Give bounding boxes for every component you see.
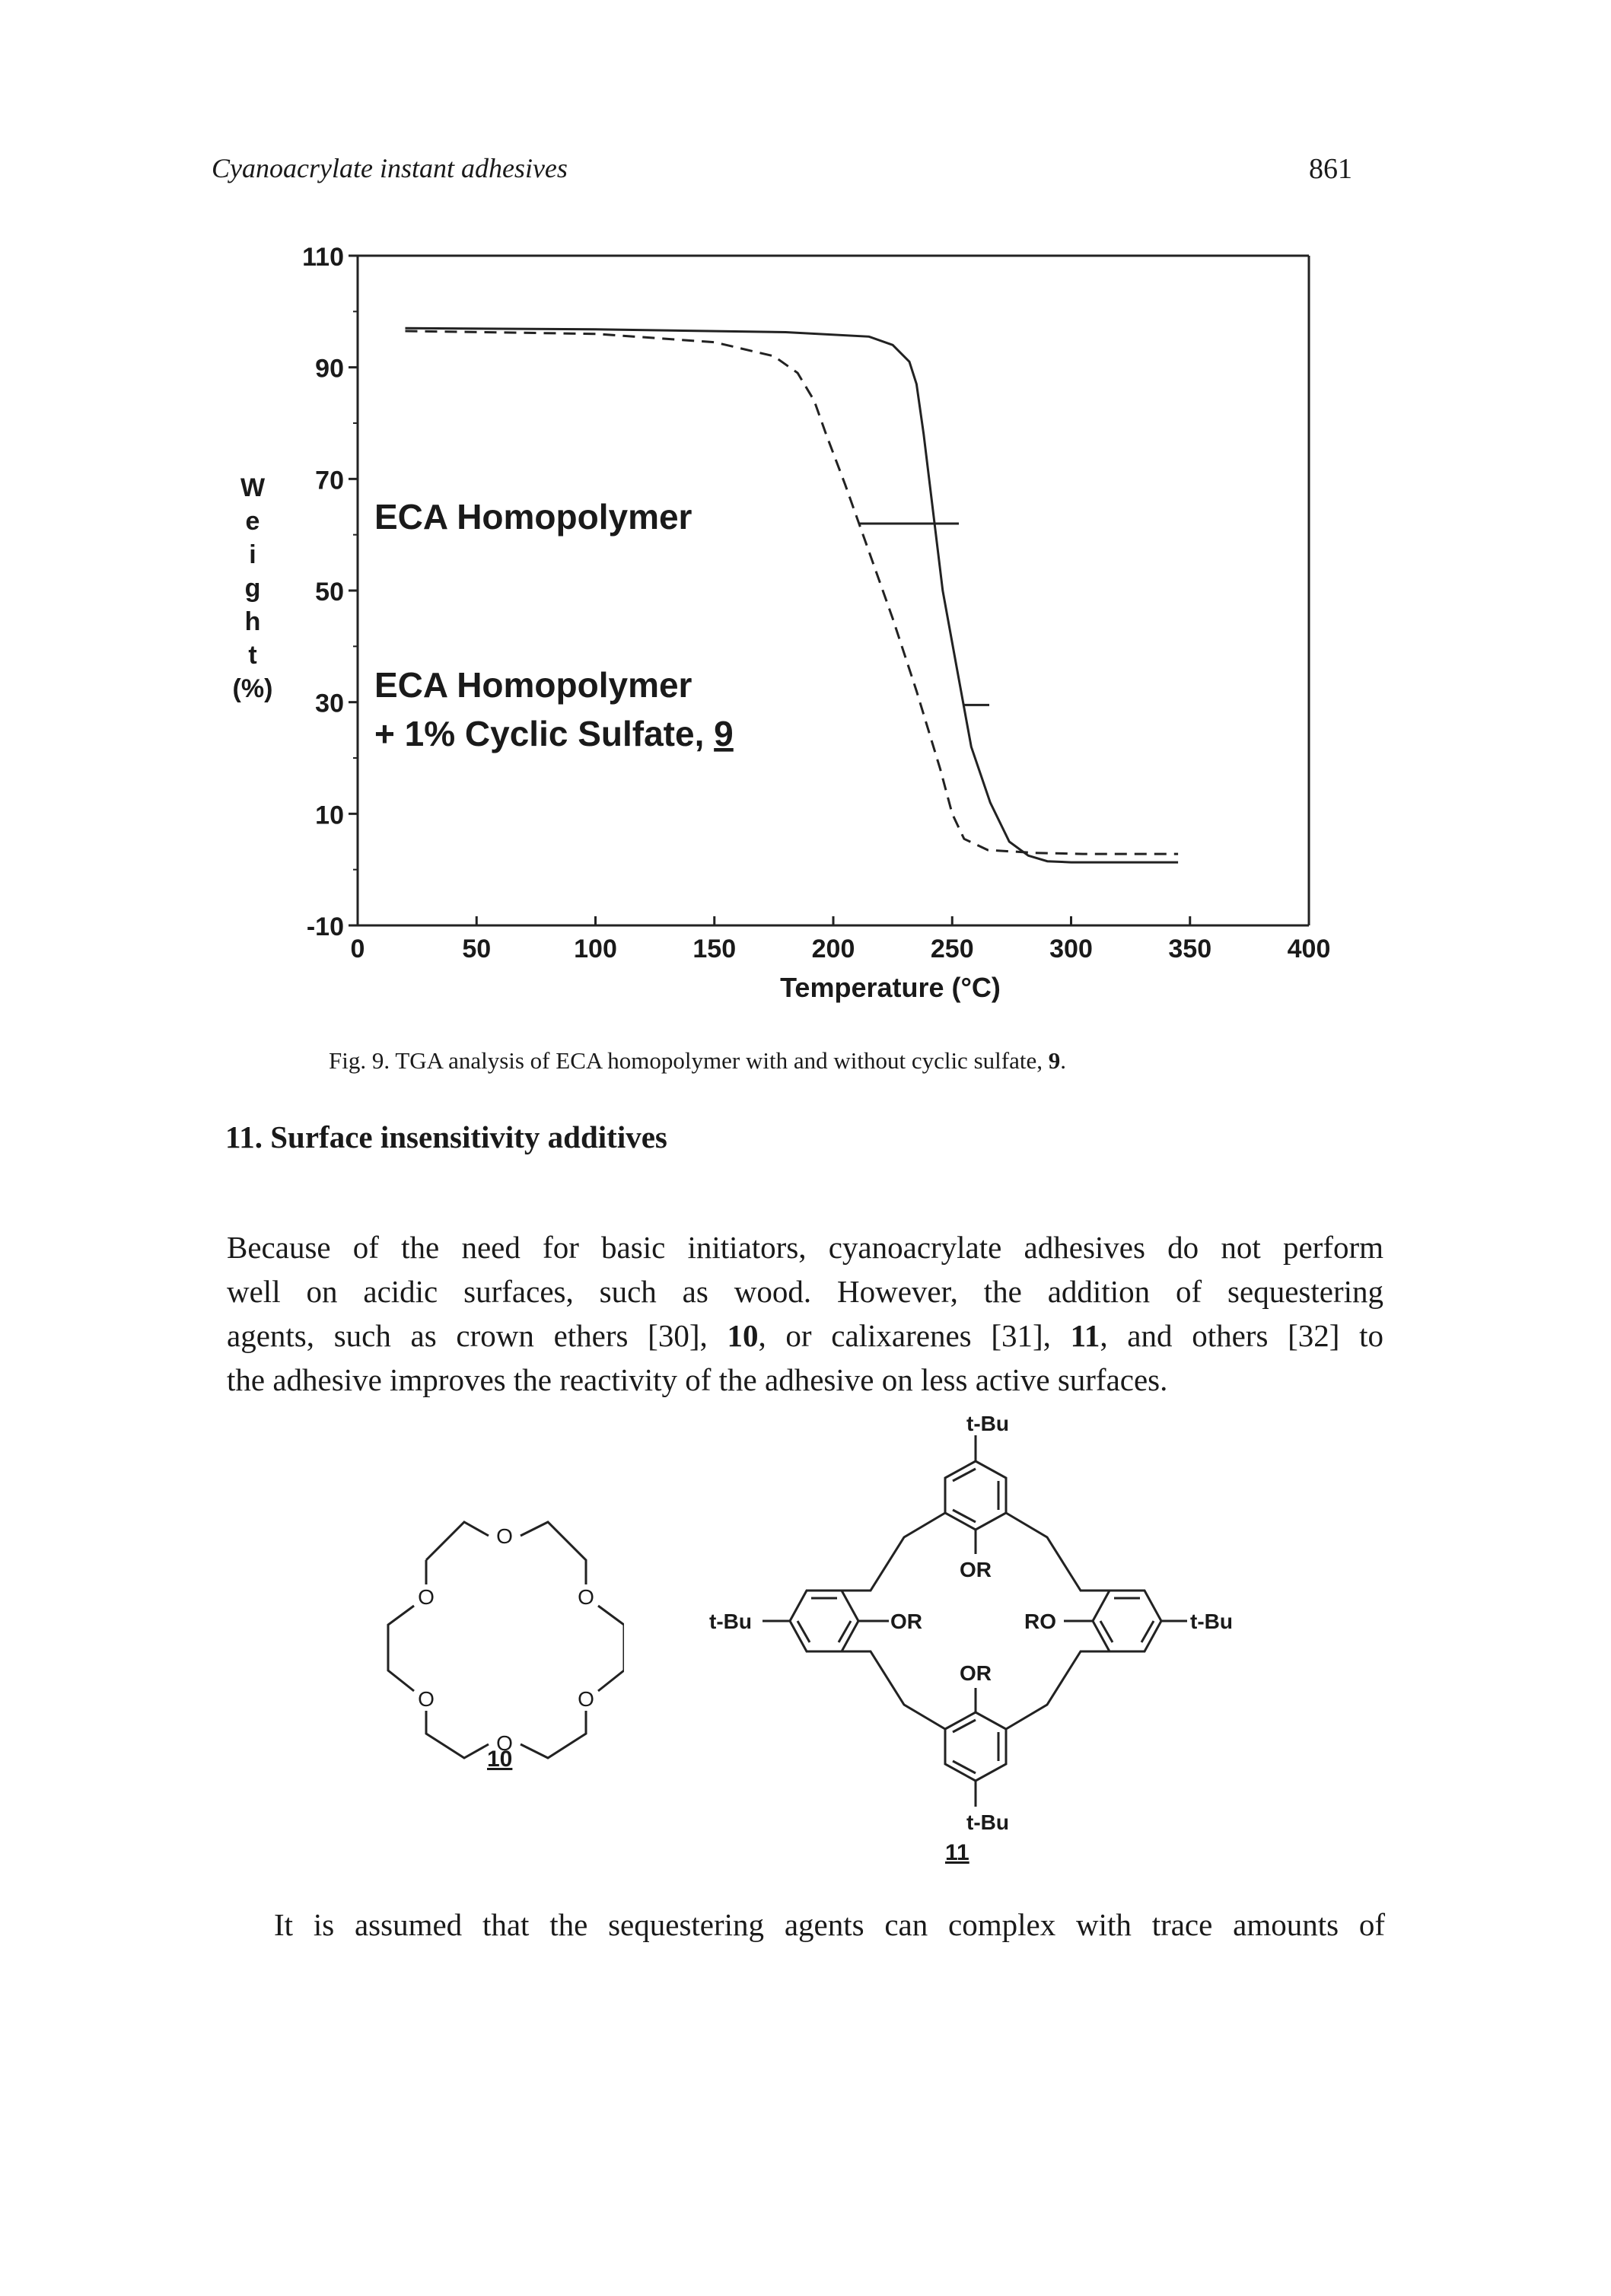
section-title: Surface insensitivity additives [270,1119,667,1154]
calixarene-structure: t-Bu t-Bu t-Bu t-Bu OR OR OR RO [709,1415,1233,1834]
crown-bonds [597,1604,624,1693]
ring-double-bond [796,1620,811,1643]
y-label-letter: W [240,473,266,502]
tbu-label-left: t-Bu [709,1610,752,1633]
y-tick-label: 90 [315,355,344,384]
annotation-sulfate-line2: + 1% Cyclic Sulfate, 9 [374,714,734,753]
running-head: Cyanoacrylate instant adhesives [212,153,568,183]
y-tick-label: -10 [307,912,344,941]
or-label-left: OR [890,1610,922,1633]
paragraph-text: , and others [32] to [1100,1318,1383,1353]
ring-double-bond [952,1508,976,1524]
caption-end: . [1060,1047,1066,1074]
paragraph-line-4: the adhesive improves the reactivity of … [227,1362,1168,1397]
aromatic-ring-left [788,1589,860,1653]
y-tick-label: 70 [315,466,344,495]
x-tick-label: 100 [574,935,617,963]
tbu-label-right: t-Bu [1190,1610,1233,1633]
crown-oxygen: O [418,1687,435,1711]
x-tick-label: 150 [692,935,736,963]
body-paragraph-1: Because of the need for basic initiators… [227,1225,1383,1402]
compound-label-10: 10 [487,1747,513,1772]
annotation-compound-number: 9 [714,714,734,753]
series-line [405,330,1179,855]
crown-oxygen: O [418,1585,435,1609]
crown-oxygen: O [496,1731,513,1755]
crown-oxygen: O [496,1524,513,1548]
paragraph-text: agents, such as crown ethers [30], [227,1318,708,1353]
methylene-bridge [1005,1650,1110,1731]
tga-chart: 110 90 70 50 30 10 -10 0 50 100 150 200 250 300 350 40… [233,243,1331,1003]
annotation-layer: ECA Homopolymer ECA Homopolymer + 1% Cyc… [374,497,989,753]
crown-ether-structure: O O O O O O [387,1521,624,1759]
section-number: 11. [225,1119,263,1154]
tbu-label-top: t-Bu [966,1415,1009,1435]
body-paragraph-2: It is assumed that the sequestering agen… [274,1907,1385,1942]
y-label-letter: (%) [233,674,273,703]
x-tick-label: 300 [1049,935,1093,963]
x-tick-label: 200 [812,935,855,963]
aromatic-ring-right [1091,1589,1163,1653]
ring-double-bond [1140,1620,1155,1643]
series-line [405,326,1179,864]
paragraph-text: , or calixarenes [31], [758,1318,1051,1353]
x-tick-label: 0 [351,935,365,963]
caption-text: TGA analysis of ECA homopolymer with and… [395,1047,1043,1074]
crown-bonds [520,1711,587,1759]
y-label-letter: g [245,574,261,603]
crown-bonds [520,1521,587,1584]
series-layer [405,326,1179,864]
ro-label-right: RO [1024,1610,1056,1633]
compound-ref-10: 10 [727,1318,759,1353]
crown-bonds [387,1604,415,1693]
crown-bonds [425,1521,489,1562]
paragraph-line-1: Because of the need for basic initiators… [227,1230,1383,1265]
caption-compound: 9 [1048,1047,1061,1074]
tbu-label-bottom: t-Bu [966,1810,1009,1834]
annotation-sulfate-line1: ECA Homopolymer [374,665,692,705]
x-axis-label: Temperature (°C) [780,972,1001,1003]
y-label-letter: e [246,507,260,536]
crown-bonds [425,1711,489,1759]
y-tick-label: 10 [315,801,344,830]
section-heading: 11. Surface insensitivity additives [225,1119,667,1155]
ring-double-bond [1099,1620,1114,1643]
x-tick-label: 50 [462,935,491,963]
compound-label-11: 11 [945,1840,969,1865]
plot-frame [356,254,1310,927]
y-tick-label: 30 [315,689,344,718]
ring-double-bond [952,1759,976,1775]
crown-oxygen: O [578,1585,594,1609]
crown-oxygen: O [578,1687,594,1711]
aromatic-ring-top [944,1460,1008,1531]
x-tick-label: 250 [931,935,974,963]
ring-double-bond [952,1718,976,1734]
page-number: 861 [1309,153,1352,185]
methylene-bridge [842,1650,946,1731]
y-axis-ticks: 110 90 70 50 30 10 -10 [302,243,358,941]
annotation-eca-homopolymer: ECA Homopolymer [374,497,692,537]
y-label-letter: t [248,641,256,670]
compound-ref-11: 11 [1070,1318,1100,1353]
x-axis-ticks: 0 50 100 150 200 250 300 350 400 [351,916,1331,963]
methylene-bridge [842,1511,946,1592]
y-tick-label: 50 [315,578,344,607]
aromatic-ring-bottom [944,1711,1008,1782]
paragraph-line-2: well on acidic surfaces, such as wood. H… [227,1274,1383,1309]
ring-double-bond [837,1620,852,1643]
x-tick-label: 400 [1288,935,1331,963]
x-tick-label: 350 [1168,935,1211,963]
caption-prefix: Fig. 9. [329,1047,390,1074]
y-tick-label: 110 [302,243,344,272]
y-label-letter: h [245,607,261,636]
figure-caption: Fig. 9. TGA analysis of ECA homopolymer … [329,1047,1066,1075]
y-label-letter: i [249,540,256,569]
paragraph-line-3: agents, such as crown ethers [30], 10, o… [227,1314,1383,1358]
or-label-bottom: OR [960,1661,992,1685]
or-label-top: OR [960,1558,992,1581]
ring-double-bond [952,1467,976,1482]
annotation-sulfate-text: + 1% Cyclic Sulfate, [374,714,714,753]
methylene-bridge [1005,1511,1110,1592]
